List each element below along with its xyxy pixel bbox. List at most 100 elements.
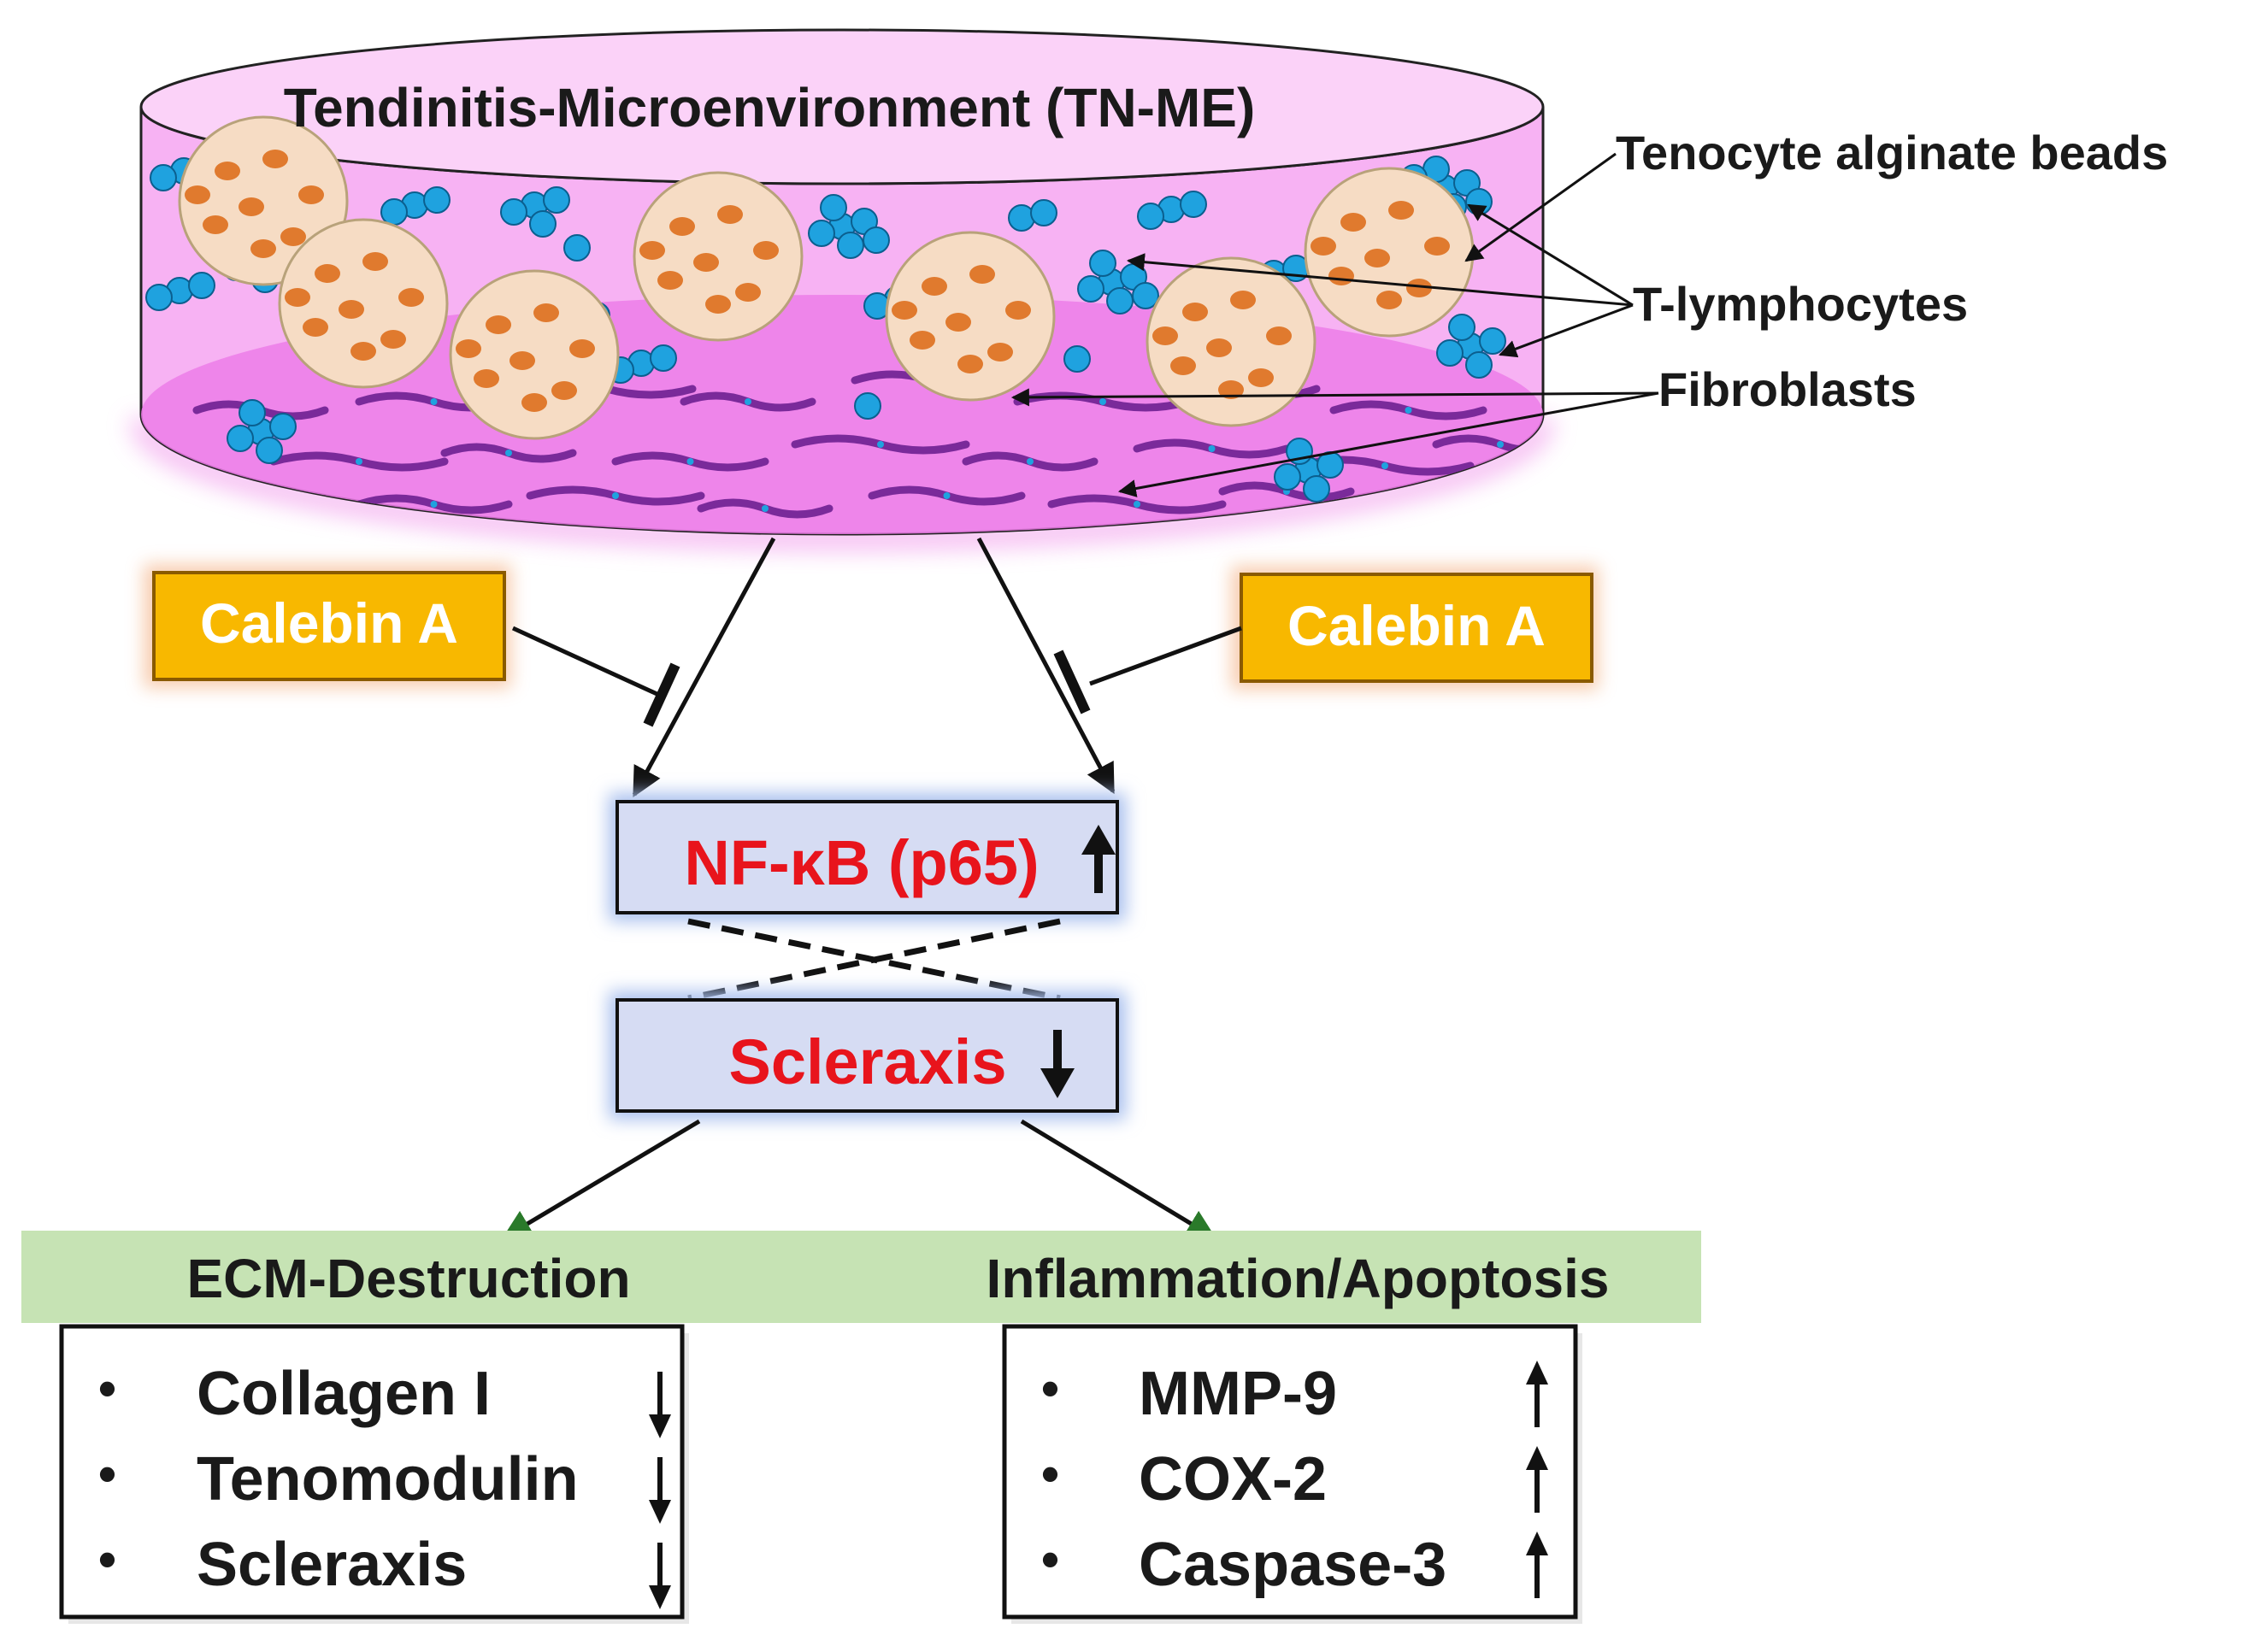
t-lymphocyte-cell: [1008, 204, 1035, 232]
fibroblast-nucleus: [1405, 407, 1412, 414]
node-scleraxis: Scleraxis: [609, 991, 1126, 1120]
t-lymphocyte-cell: [1448, 314, 1475, 341]
inhibit-line-left: [511, 626, 664, 699]
t-lymphocyte-cell: [1303, 475, 1330, 503]
scleraxis-box: [616, 998, 1119, 1113]
t-lymphocyte-cell: [188, 272, 215, 299]
t-lymphocyte-cell: [1180, 191, 1207, 218]
nfkb-label: NF-κB (p65): [684, 827, 1039, 898]
inhibit-bar-left: [643, 662, 680, 727]
scleraxis-label: Scleraxis: [728, 1026, 1006, 1097]
ecm-items: •Collagen I•Tenomodulin•Scleraxis: [98, 1360, 671, 1609]
tenocyte-alginate-bead: [885, 231, 1056, 402]
output-arrows: [501, 1119, 1216, 1240]
fibroblast-nucleus: [877, 441, 884, 448]
fibroblast-nucleus: [943, 492, 951, 499]
fibroblast-nucleus: [430, 501, 438, 508]
dish-top-surface: [139, 28, 1545, 185]
ecm-box: [59, 1324, 685, 1620]
down-arrow-icon: [1040, 1030, 1075, 1098]
bullet-icon: •: [98, 1445, 116, 1502]
down-arrow-icon: [649, 1372, 671, 1438]
marker-label: Scleraxis: [197, 1531, 467, 1599]
up-arrow-icon: [1526, 1361, 1548, 1427]
inhibit-line-right: [1089, 626, 1242, 686]
fibroblast-nucleus: [1027, 458, 1034, 465]
t-lymphocyte-cell: [529, 210, 557, 238]
fibroblast-nucleus: [686, 458, 694, 465]
t-lymphocyte-cell: [837, 232, 864, 259]
list-item: • COX-2: [1041, 1445, 1548, 1514]
t-lymphocyte-cell: [650, 344, 677, 372]
category-banner: ECM-Destruction Inflammation/Apoptosis: [21, 1231, 1701, 1323]
t-lymphocyte-cell: [1274, 463, 1301, 491]
tenocyte-bead-layer: [178, 115, 1475, 440]
bullet-icon: •: [98, 1360, 116, 1417]
fibroblast-nucleus: [1208, 445, 1216, 452]
marker-label: MMP-9: [1139, 1360, 1337, 1428]
arrow-to-ecm: [501, 1119, 701, 1240]
tenocyte-alginate-bead: [1304, 167, 1475, 338]
pointer-tcells-2: [1467, 203, 1634, 307]
pointer-beads-1: [1464, 152, 1617, 262]
up-arrow-icon: [1081, 825, 1116, 893]
crossed-link: [687, 918, 1061, 1002]
fibroblast-nucleus: [762, 505, 769, 512]
arrow-right-to-nfkb: [976, 537, 1116, 795]
t-lymphocyte-cell: [1465, 351, 1493, 379]
list-item: • Tenomodulin: [98, 1445, 671, 1524]
fibroblast-nucleus: [1134, 501, 1140, 508]
tenocyte-alginate-bead: [1146, 256, 1316, 427]
label-t-lymphocytes: T-lymphocytes: [1633, 277, 1968, 331]
marker-label: COX-2: [1139, 1445, 1327, 1514]
pointer-tcells-3: [1499, 303, 1634, 358]
inflammation-items: • MMP-9 • COX-2 •Caspase-3: [1041, 1360, 1548, 1599]
t-lymphocyte-cell: [1436, 339, 1464, 367]
t-lymphocyte-cell: [1089, 250, 1116, 277]
t-lymphocyte-cell: [1137, 203, 1164, 230]
list-item: •Collagen I: [98, 1360, 671, 1438]
tn-me-dish: Tendinitis-Microenvironment (TN-ME): [130, 28, 1554, 550]
node-nfkb: NF-κB (p65): [609, 793, 1126, 921]
bullet-icon: •: [1041, 1445, 1059, 1502]
t-lymphocyte-cell: [1077, 275, 1104, 303]
calebin-right-label: Calebin A: [1287, 594, 1546, 657]
inhibit-bar-right: [1053, 650, 1091, 714]
list-item: •Caspase-3: [1041, 1531, 1548, 1599]
fibroblast-nucleus: [612, 492, 619, 499]
category-band: [21, 1231, 1701, 1323]
calebin-right-box: [1240, 573, 1593, 683]
category-inflammation-apoptosis: Inflammation/Apoptosis: [987, 1248, 1610, 1309]
label-tenocyte-beads: Tenocyte alginate beads: [1616, 126, 2168, 179]
fibroblast-nucleus: [356, 458, 362, 465]
inflammation-list-box: • MMP-9 • COX-2 •Caspase-3: [1002, 1324, 1582, 1624]
ecm-list-box: •Collagen I•Tenomodulin•Scleraxis: [59, 1324, 689, 1624]
pointer-fibroblasts-1: [1010, 388, 1659, 407]
tenocyte-alginate-bead: [633, 171, 804, 342]
category-ecm-destruction: ECM-Destruction: [186, 1248, 630, 1309]
fibroblast-nucleus: [745, 398, 751, 405]
fibroblast-nucleus: [505, 450, 512, 456]
marker-label: Caspase-3: [1139, 1531, 1446, 1599]
bullet-icon: •: [1041, 1360, 1059, 1417]
inflammation-box: [1002, 1324, 1578, 1620]
marker-label: Tenomodulin: [197, 1445, 579, 1514]
t-lymphocyte-cell: [863, 226, 890, 254]
bullet-icon: •: [98, 1531, 116, 1588]
pointer-fibroblasts-2: [1117, 391, 1659, 497]
arrow-left-to-nfkb: [632, 537, 776, 798]
t-lymphocyte-cell: [256, 437, 283, 464]
list-item: • Scleraxis: [98, 1531, 671, 1609]
fibroblast-nucleus: [1099, 398, 1106, 405]
down-arrow-icon: [649, 1543, 671, 1609]
t-lymphocyte-cell: [1479, 327, 1506, 355]
tn-me-title: Tendinitis-Microenvironment (TN-ME): [284, 77, 1256, 138]
t-lymphocyte-cell: [543, 186, 570, 214]
nfkb-box: [616, 800, 1119, 914]
t-lymphocyte-cell: [1106, 287, 1134, 315]
inhibitor-right: Calebin A: [1053, 566, 1599, 714]
t-lymphocyte-cell: [145, 284, 173, 311]
down-arrow-icon: [649, 1457, 671, 1524]
t-lymphocyte-cell: [500, 198, 527, 226]
